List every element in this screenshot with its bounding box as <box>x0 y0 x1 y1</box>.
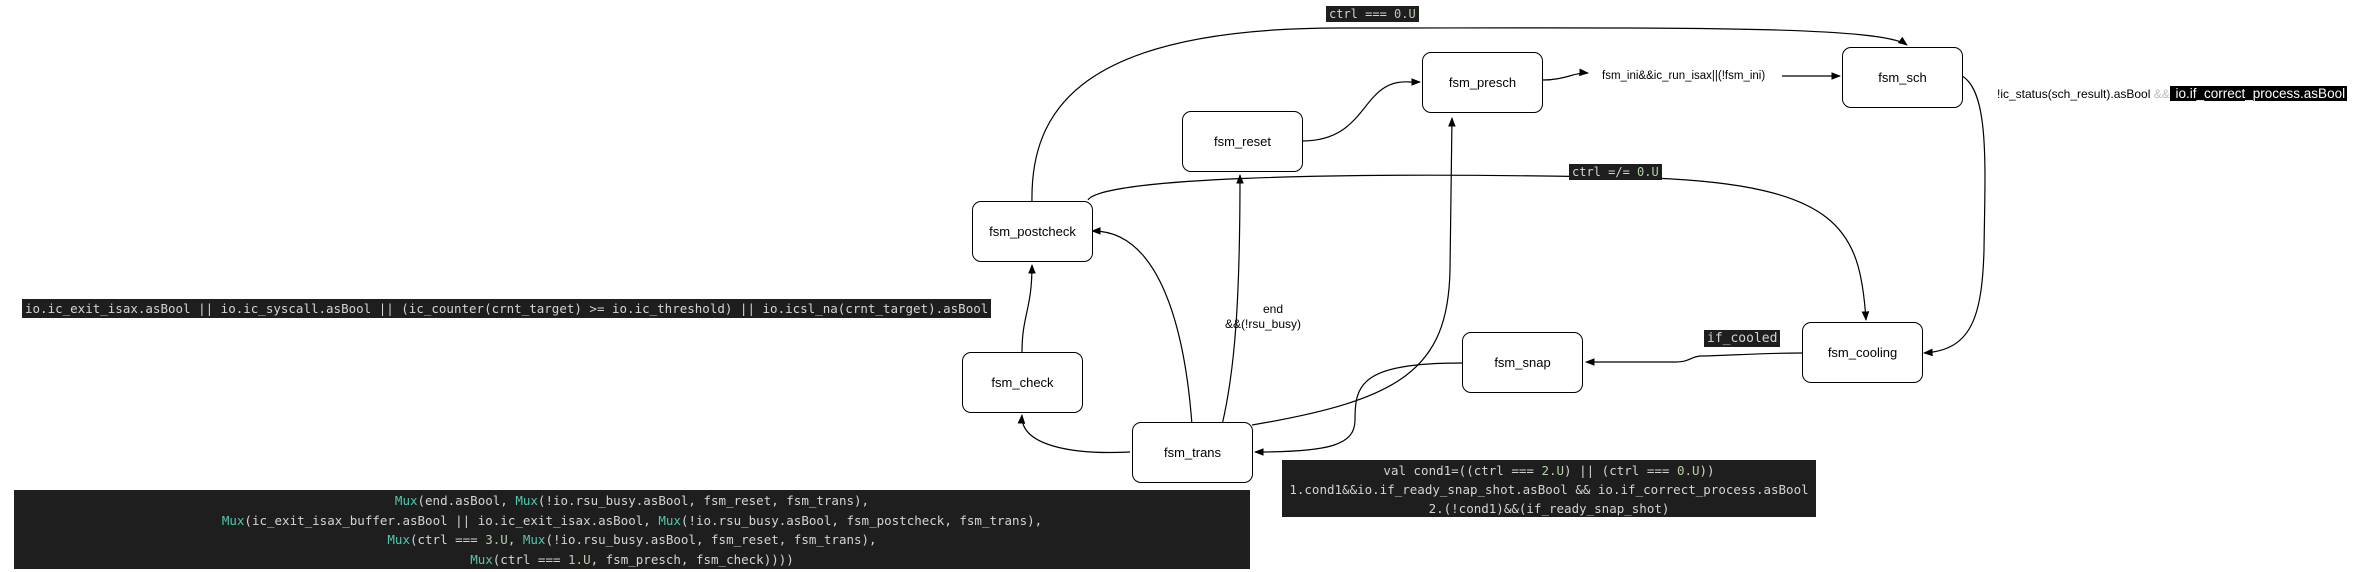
label-check-condition: io.ic_exit_isax.asBool || io.ic_syscall.… <box>22 299 992 318</box>
edge-reset-to-presch <box>1301 78 1421 142</box>
state-label: fsm_snap <box>1494 355 1551 370</box>
state-label: fsm_reset <box>1213 134 1272 149</box>
state-label: fsm_postcheck <box>989 224 1076 239</box>
state-label: fsm_trans <box>1163 445 1222 460</box>
label-fsm-ini-run-isax: fsm_ini&&ic_run_isax||(!fsm_ini) <box>1602 70 1766 82</box>
label-sch-status: !ic_status(sch_result).asBool && io.if_c… <box>1997 86 2348 101</box>
label-ctrl-ne-0: ctrl =/= 0.U <box>1569 164 1662 180</box>
trans-code-line-1: Mux(end.asBool, Mux(!io.rsu_busy.asBool,… <box>394 493 870 508</box>
label-ctrl-eq-0: ctrl === 0.U <box>1326 6 1419 22</box>
edge-cooling-to-snap <box>1585 352 1803 366</box>
edge-snap-to-trans <box>1254 362 1463 456</box>
edge-check-to-postcheck <box>1021 264 1036 353</box>
state-fsm-presch[interactable]: fsm_presch <box>1422 52 1543 113</box>
edge-trans-to-check <box>1017 414 1131 454</box>
label-end: end <box>1262 302 1284 316</box>
state-fsm-sch[interactable]: fsm_sch <box>1842 47 1963 108</box>
trans-mux-code: Mux(end.asBool, Mux(!io.rsu_busy.asBool,… <box>14 490 1250 569</box>
edge-postcheck-to-cooling <box>1087 174 1870 321</box>
edge-trans-to-reset <box>1221 174 1244 426</box>
edge-trans-to-postcheck <box>1091 227 1193 426</box>
label-if-cooled: if_cooled <box>1704 330 1781 347</box>
snap-code-line-1: val cond1=((ctrl === 2.U) || (ctrl === 0… <box>1383 463 1715 478</box>
state-fsm-reset[interactable]: fsm_reset <box>1182 111 1303 172</box>
state-fsm-check[interactable]: fsm_check <box>962 352 1083 413</box>
state-label: fsm_check <box>991 375 1054 390</box>
snap-condition-code: val cond1=((ctrl === 2.U) || (ctrl === 0… <box>1282 460 1816 517</box>
state-label: fsm_cooling <box>1827 345 1898 360</box>
edge-trans-to-presch <box>1251 117 1456 426</box>
edge-postcheck-to-sch <box>1031 27 1908 204</box>
state-fsm-postcheck[interactable]: fsm_postcheck <box>972 201 1093 262</box>
edge-sch-to-cooling <box>1923 75 1986 357</box>
state-fsm-cooling[interactable]: fsm_cooling <box>1802 322 1923 383</box>
state-fsm-snap[interactable]: fsm_snap <box>1462 332 1583 393</box>
edge-presch-to-fsm-ini-label <box>1542 68 1589 81</box>
state-label: fsm_presch <box>1448 75 1517 90</box>
trans-code-line-2: Mux(ic_exit_isax_buffer.asBool || io.ic_… <box>221 512 1043 528</box>
trans-code-line-4: Mux(ctrl === 1.U, fsm_presch, fsm_check)… <box>470 551 794 567</box>
trans-code-line-3: Mux(ctrl === 3.U, Mux(!io.rsu_busy.asBoo… <box>387 532 877 547</box>
label-rsu-busy: &&(!rsu_busy) <box>1225 317 1302 331</box>
state-label: fsm_sch <box>1878 70 1927 85</box>
snap-code-line-2: 1.cond1&&io.if_ready_snap_shot.asBool &&… <box>1289 482 1809 497</box>
state-fsm-trans[interactable]: fsm_trans <box>1132 422 1253 483</box>
snap-code-line-3: 2.(!cond1)&&(if_ready_snap_shot) <box>1428 501 1670 516</box>
